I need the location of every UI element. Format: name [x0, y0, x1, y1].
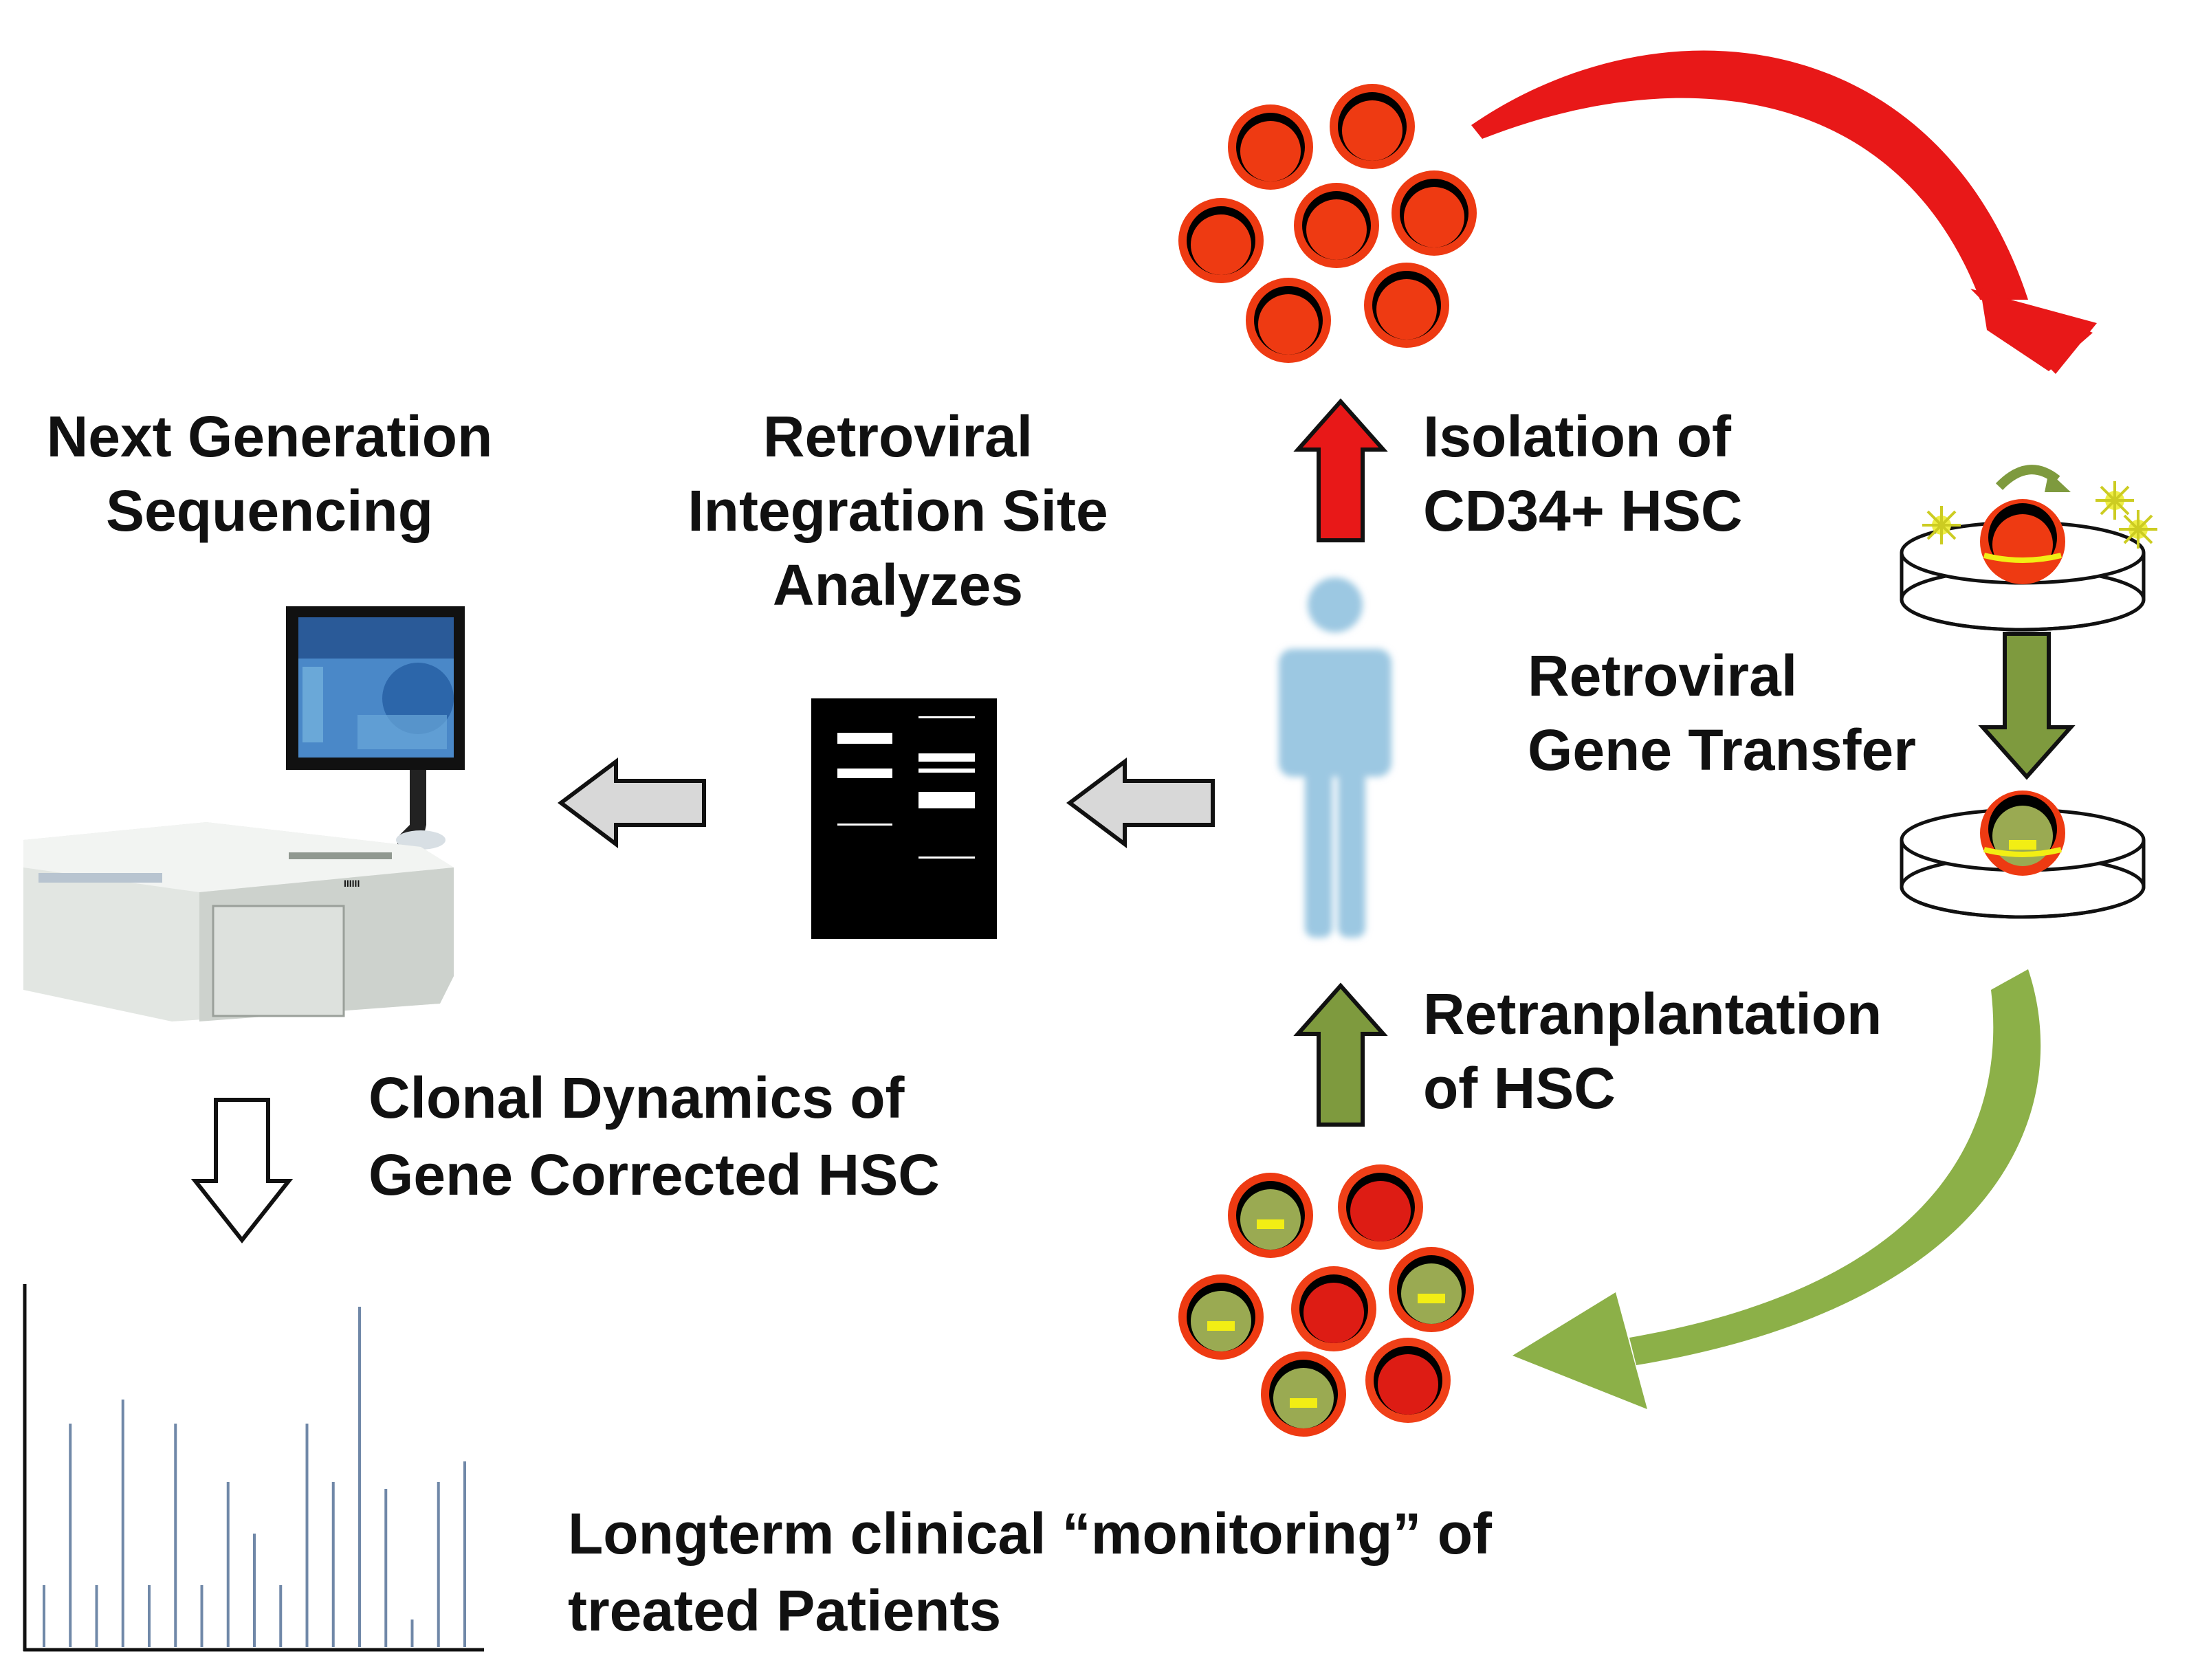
green-curved-arrow — [1512, 969, 2041, 1409]
clonal-label-line1: Clonal Dynamics of — [368, 1065, 905, 1130]
sequencer-machine-icon: IIIIII — [23, 606, 465, 1021]
retransplant-up-arrow — [1293, 982, 1388, 1127]
retransplant-label-line2: of HSC — [1423, 1056, 1616, 1120]
ris-label-line3: Analyzes — [773, 553, 1023, 617]
clonal-label: Clonal Dynamics of Gene Corrected HSC — [368, 1065, 940, 1207]
isolation-label-line1: Isolation of — [1423, 404, 1732, 469]
monitoring-label-line1: Longterm clinical “monitoring” of — [568, 1501, 1493, 1566]
gene-corrected-cell-cluster — [1178, 1164, 1474, 1437]
culture-dish-untransduced — [1900, 465, 2159, 632]
clone-abundance-plot — [23, 1284, 484, 1652]
retransplant-label: Retranplantation of HSC — [1423, 982, 1882, 1120]
isolation-label-line2: CD34+ HSC — [1423, 478, 1743, 543]
red-curved-arrow — [1471, 50, 2097, 374]
ngs-label-line1: Next Generation — [47, 404, 493, 469]
down-arrow-to-clone-plot — [190, 1098, 294, 1244]
isolation-label: Isolation of CD34+ HSC — [1423, 404, 1743, 543]
ngs-label-line2: Sequencing — [106, 478, 433, 543]
ris-label-line2: Integration Site — [688, 478, 1108, 543]
isolation-up-arrow — [1293, 398, 1388, 542]
clonal-label-line2: Gene Corrected HSC — [368, 1142, 940, 1207]
integration-site-gel-panel — [811, 698, 997, 939]
ris-label: Retroviral Integration Site Analyzes — [688, 404, 1108, 617]
cd34-hsc-cell-cluster — [1178, 84, 1477, 363]
retransplant-label-line1: Retranplantation — [1423, 982, 1882, 1046]
monitoring-label: Longterm clinical “monitoring” of treate… — [568, 1501, 1493, 1643]
left-arrow-to-ris — [1066, 758, 1215, 848]
patient-person-icon — [1279, 577, 1392, 938]
gene-transfer-label-line2: Gene Transfer — [1528, 718, 1916, 782]
ris-label-line1: Retroviral — [763, 404, 1033, 469]
gene-transfer-label-line1: Retroviral — [1528, 643, 1797, 708]
left-arrow-to-sequencer — [558, 758, 706, 848]
gene-transfer-down-arrow — [1978, 632, 2076, 780]
culture-dish-transduced — [1900, 791, 2146, 919]
svg-text:IIIIII: IIIIII — [344, 878, 360, 889]
clone-bars — [43, 1307, 466, 1647]
ngs-label: Next Generation Sequencing — [47, 404, 493, 543]
gene-transfer-label: Retroviral Gene Transfer — [1528, 643, 1916, 782]
monitoring-label-line2: treated Patients — [568, 1578, 1001, 1643]
